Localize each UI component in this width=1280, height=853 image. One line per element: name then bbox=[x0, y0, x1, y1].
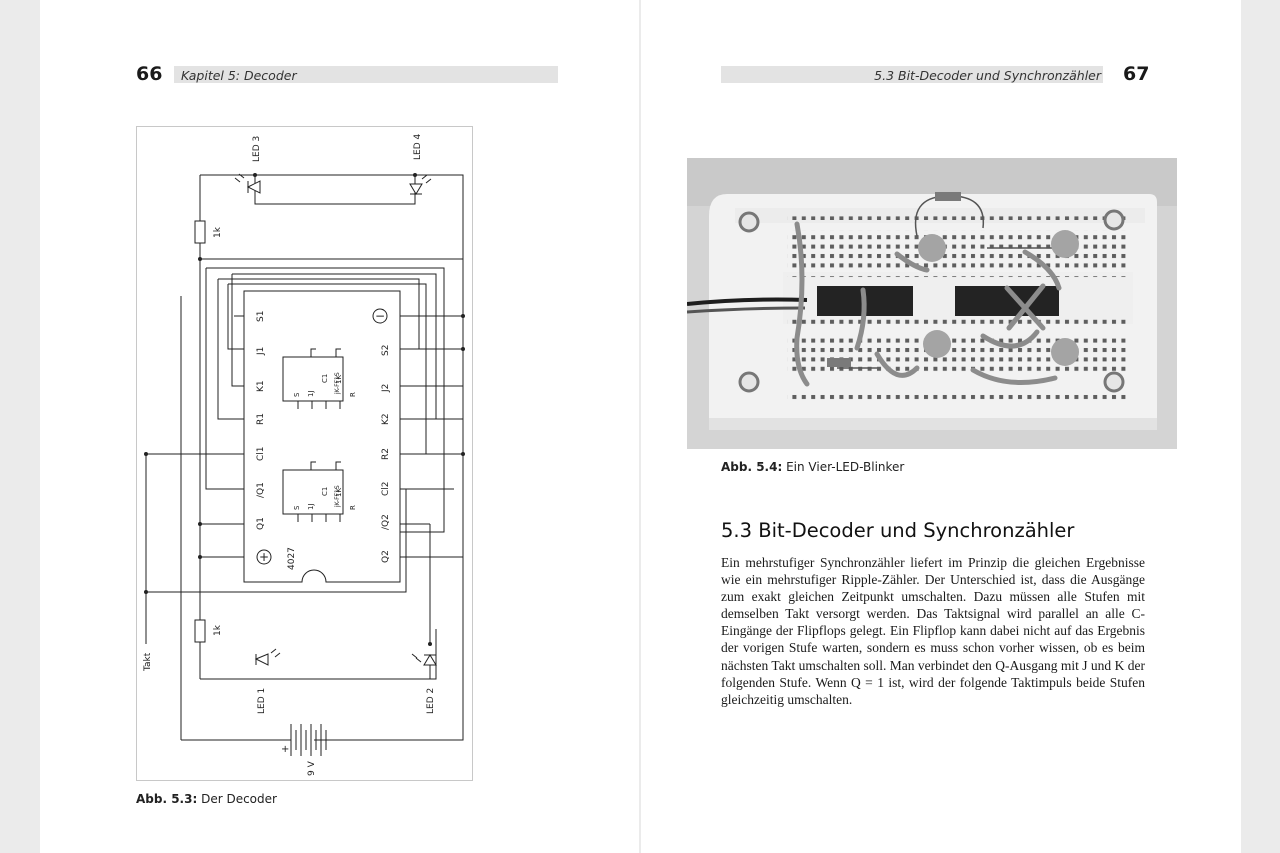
pin-nq1: /Q1 bbox=[256, 482, 266, 498]
figure-caption-right: Abb. 5.4: Ein Vier-LED-Blinker bbox=[721, 460, 904, 474]
resistor-bottom-label: 1k bbox=[213, 624, 223, 636]
battery-plus-label: + bbox=[281, 744, 289, 755]
ff1-pin-1j: 1J bbox=[307, 390, 315, 397]
page-number-left: 66 bbox=[136, 63, 163, 85]
resistor-top-label: 1k bbox=[213, 226, 223, 238]
ff1-pin-s: S bbox=[293, 392, 301, 397]
ff2-type-label: jK-FF1S bbox=[334, 485, 341, 508]
battery-voltage-label: 9 V bbox=[307, 760, 317, 776]
chip-label: 4027 bbox=[287, 547, 297, 570]
ff1-type-label: jK-FF1S bbox=[334, 372, 341, 395]
led3-label: LED 3 bbox=[252, 136, 262, 162]
ff1-pin-1k: 1K bbox=[335, 375, 343, 384]
pin-j2: J2 bbox=[381, 384, 391, 393]
ff2-pin-1k: 1K bbox=[335, 488, 343, 497]
ff2-pin-r: R bbox=[349, 505, 357, 510]
pin-k1: K1 bbox=[256, 380, 266, 392]
pin-nq2: /Q2 bbox=[381, 514, 391, 530]
page-number-right: 67 bbox=[1123, 63, 1150, 85]
led1-label: LED 1 bbox=[257, 688, 267, 714]
caption-label-left: Abb. 5.3: bbox=[136, 792, 198, 806]
pin-k2: K2 bbox=[381, 413, 391, 425]
pin-cl1: Cl1 bbox=[256, 446, 266, 461]
led4-label: LED 4 bbox=[413, 134, 423, 160]
takt-label: Takt bbox=[143, 652, 153, 672]
caption-text-left: Der Decoder bbox=[201, 792, 277, 806]
caption-label-right: Abb. 5.4: bbox=[721, 460, 783, 474]
led2-label: LED 2 bbox=[426, 688, 436, 714]
pin-cl2: Cl2 bbox=[381, 481, 391, 496]
pin-j1: J1 bbox=[256, 347, 266, 356]
pin-q2: Q2 bbox=[381, 550, 391, 563]
ff2-pin-1j: 1J bbox=[307, 503, 315, 510]
pin-s1: S1 bbox=[256, 311, 266, 322]
ff2-pin-s: S bbox=[293, 505, 301, 510]
body-paragraph: Ein mehrstufiger Synchronzähler liefert … bbox=[721, 555, 1145, 707]
ff1-pin-c1: C1 bbox=[321, 374, 329, 383]
breadboard-photo bbox=[687, 158, 1177, 449]
figure-caption-left: Abb. 5.3: Der Decoder bbox=[136, 792, 277, 806]
running-head-bar-left bbox=[174, 66, 558, 83]
minus-symbol: − bbox=[375, 309, 385, 323]
pin-r1: R1 bbox=[256, 413, 266, 425]
running-head-right: 5.3 Bit-Decoder und Synchronzähler bbox=[874, 68, 1101, 83]
caption-text-right: Ein Vier-LED-Blinker bbox=[786, 460, 905, 474]
running-head-left: Kapitel 5: Decoder bbox=[181, 68, 297, 83]
ff1-pin-r: R bbox=[349, 392, 357, 397]
ff2-pin-c1: C1 bbox=[321, 487, 329, 496]
pin-r2: R2 bbox=[381, 448, 391, 460]
pin-q1: Q1 bbox=[256, 517, 266, 530]
running-head-bar-right bbox=[721, 66, 1103, 83]
section-heading: 5.3 Bit-Decoder und Synchronzähler bbox=[721, 519, 1075, 542]
decoder-schematic: − + 4027 jK-FF1S jK-FF1S S 1J C1 1K R S … bbox=[136, 126, 473, 781]
pin-s2: S2 bbox=[381, 345, 391, 356]
plus-symbol: + bbox=[259, 550, 269, 564]
